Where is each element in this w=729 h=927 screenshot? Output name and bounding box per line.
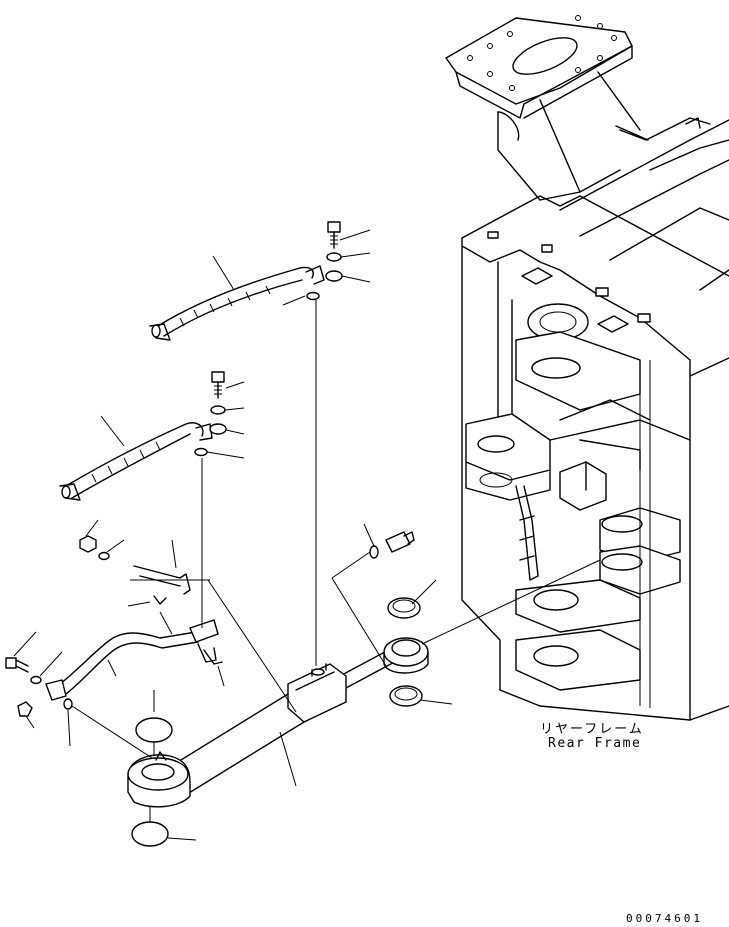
rear-frame-label-jp: リヤーフレーム bbox=[540, 722, 644, 737]
drawing-number: 00074601 bbox=[626, 912, 703, 925]
lower-hose bbox=[59, 422, 213, 501]
shims bbox=[131, 717, 173, 847]
bushing-lower bbox=[389, 685, 423, 707]
leader-lines bbox=[13, 229, 601, 841]
nut-and-washer bbox=[79, 535, 110, 561]
upper-bolt-set bbox=[306, 221, 343, 301]
rear-frame bbox=[445, 15, 729, 721]
pin-bolt bbox=[369, 531, 415, 559]
small-bolts bbox=[5, 657, 73, 717]
rear-frame-label-en: Rear Frame bbox=[548, 736, 642, 751]
grease-tube bbox=[45, 619, 223, 701]
clamp-bracket bbox=[133, 565, 191, 605]
upper-hose bbox=[149, 265, 325, 341]
lower-bolt-set bbox=[194, 371, 227, 457]
steering-cylinder bbox=[127, 637, 429, 808]
bushing-upper bbox=[387, 597, 421, 619]
